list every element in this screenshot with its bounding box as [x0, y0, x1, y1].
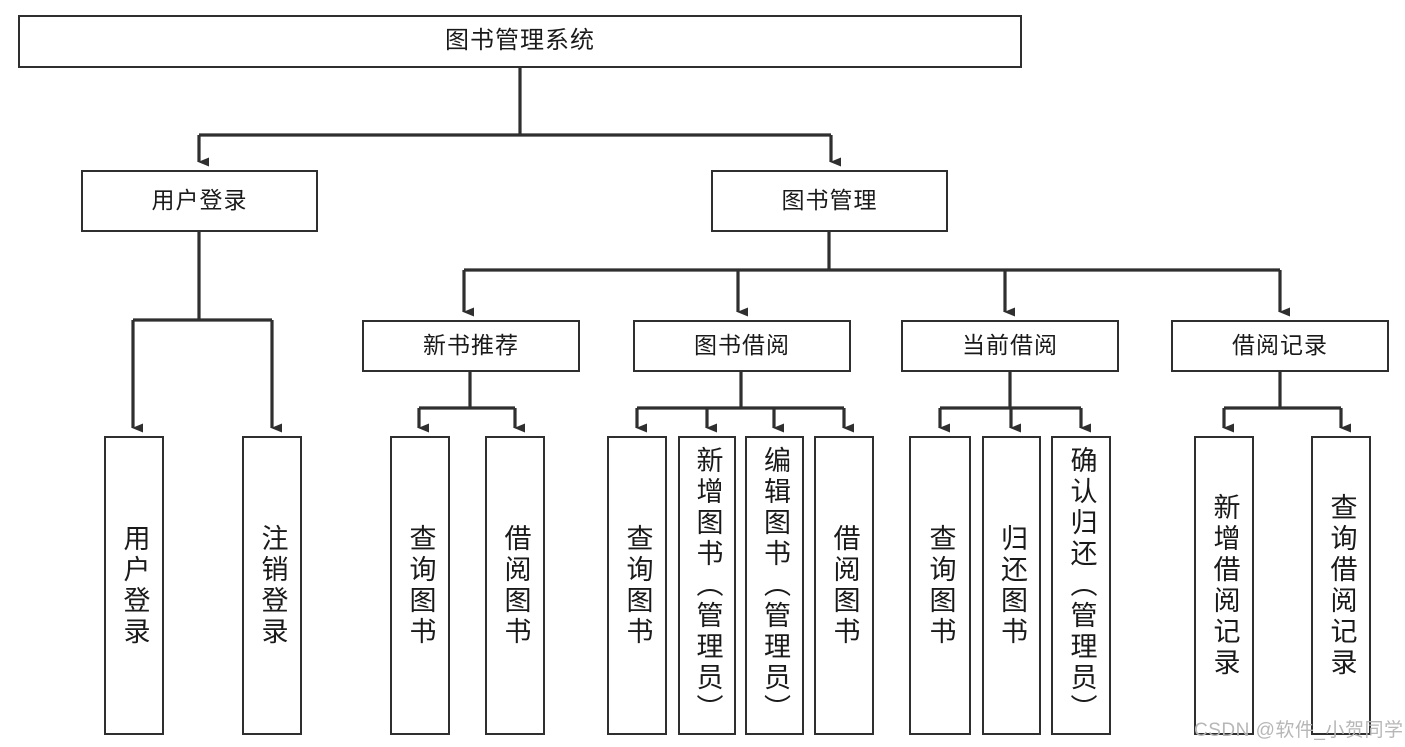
node-leaf-borrow-book[interactable]: 借阅图书 [814, 436, 874, 735]
node-leaf-query-book-borrow[interactable]: 查询图书 [607, 436, 667, 735]
node-user-login[interactable]: 用户登录 [81, 170, 318, 232]
node-leaf-borrow-book-rec[interactable]: 借阅图书 [485, 436, 545, 735]
node-leaf-query-book-rec[interactable]: 查询图书 [390, 436, 450, 735]
node-leaf-borrow-book-label: 借阅图书 [829, 523, 860, 648]
node-current-borrow[interactable]: 当前借阅 [901, 320, 1119, 372]
node-leaf-add-borrow-record-label: 新增借阅记录 [1209, 492, 1240, 679]
node-leaf-user-login-label: 用户登录 [119, 523, 150, 648]
node-leaf-confirm-return-admin[interactable]: 确认归还（管理员） [1051, 436, 1111, 735]
node-book-manage-label: 图书管理 [781, 187, 878, 214]
node-current-borrow-label: 当前借阅 [962, 332, 1058, 359]
node-leaf-confirm-return-admin-label: 确认归还（管理员） [1066, 446, 1097, 725]
node-new-book-rec-label: 新书推荐 [423, 332, 519, 359]
node-leaf-query-book-rec-label: 查询图书 [405, 523, 436, 648]
node-leaf-edit-book-admin[interactable]: 编辑图书（管理员） [745, 436, 804, 735]
node-user-login-label: 用户登录 [151, 187, 248, 214]
node-borrow-record-label: 借阅记录 [1232, 332, 1328, 359]
node-new-book-rec[interactable]: 新书推荐 [362, 320, 580, 372]
node-leaf-query-borrow-record[interactable]: 查询借阅记录 [1311, 436, 1371, 735]
node-borrow-record[interactable]: 借阅记录 [1171, 320, 1389, 372]
node-leaf-add-book-admin[interactable]: 新增图书（管理员） [678, 436, 736, 735]
node-leaf-query-book-borrow-label: 查询图书 [622, 523, 653, 648]
node-leaf-query-book-cur-label: 查询图书 [925, 523, 956, 648]
node-leaf-return-book[interactable]: 归还图书 [982, 436, 1041, 735]
node-leaf-user-logout-label: 注销登录 [257, 523, 288, 648]
node-root[interactable]: 图书管理系统 [18, 15, 1022, 68]
node-leaf-edit-book-admin-label: 编辑图书（管理员） [760, 446, 790, 725]
node-leaf-return-book-label: 归还图书 [997, 523, 1027, 648]
node-leaf-add-book-admin-label: 新增图书（管理员） [692, 446, 723, 725]
node-leaf-add-borrow-record[interactable]: 新增借阅记录 [1194, 436, 1254, 735]
node-leaf-user-login[interactable]: 用户登录 [104, 436, 164, 735]
node-root-label: 图书管理系统 [445, 27, 595, 55]
node-book-manage[interactable]: 图书管理 [711, 170, 948, 232]
node-leaf-user-logout[interactable]: 注销登录 [242, 436, 302, 735]
node-book-borrow-label: 图书借阅 [694, 332, 790, 359]
node-leaf-query-borrow-record-label: 查询借阅记录 [1326, 492, 1357, 679]
node-leaf-query-book-cur[interactable]: 查询图书 [909, 436, 971, 735]
node-leaf-borrow-book-rec-label: 借阅图书 [500, 523, 531, 648]
node-book-borrow[interactable]: 图书借阅 [633, 320, 851, 372]
